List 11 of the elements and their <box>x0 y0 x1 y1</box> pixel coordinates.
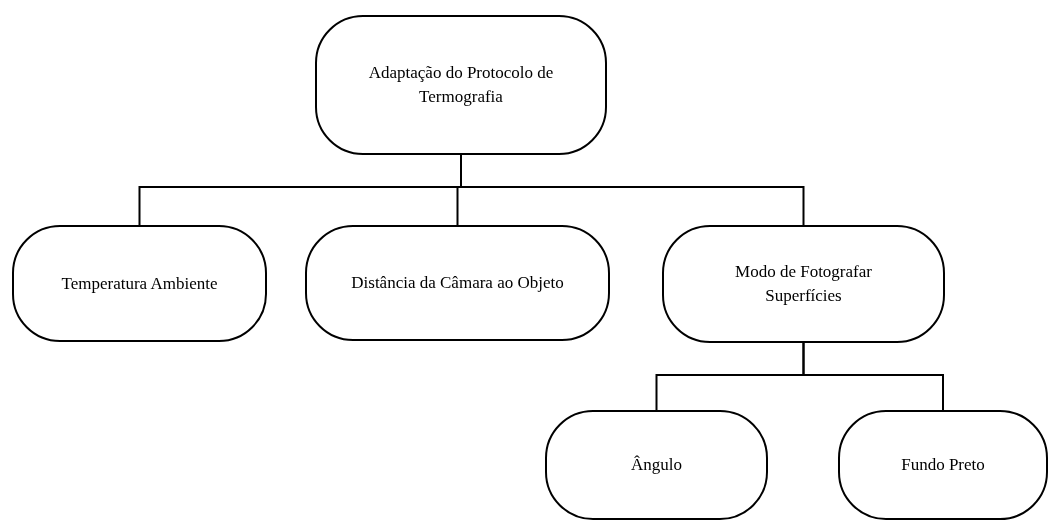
rounded-box <box>12 225 267 342</box>
rounded-box <box>305 225 610 341</box>
node-label: Modo de Fotografar Superfícies <box>734 261 873 307</box>
rounded-box <box>315 15 607 155</box>
node-label: Adaptação do Protocolo de Termografia <box>367 62 555 108</box>
node-label: Temperatura Ambiente <box>61 272 218 295</box>
node-label: Ângulo <box>631 454 682 477</box>
connector-line <box>802 342 944 411</box>
node-label: Distância da Câmara ao Objeto <box>351 272 564 295</box>
rounded-box <box>662 225 945 343</box>
node-label: Fundo Preto <box>901 454 985 477</box>
